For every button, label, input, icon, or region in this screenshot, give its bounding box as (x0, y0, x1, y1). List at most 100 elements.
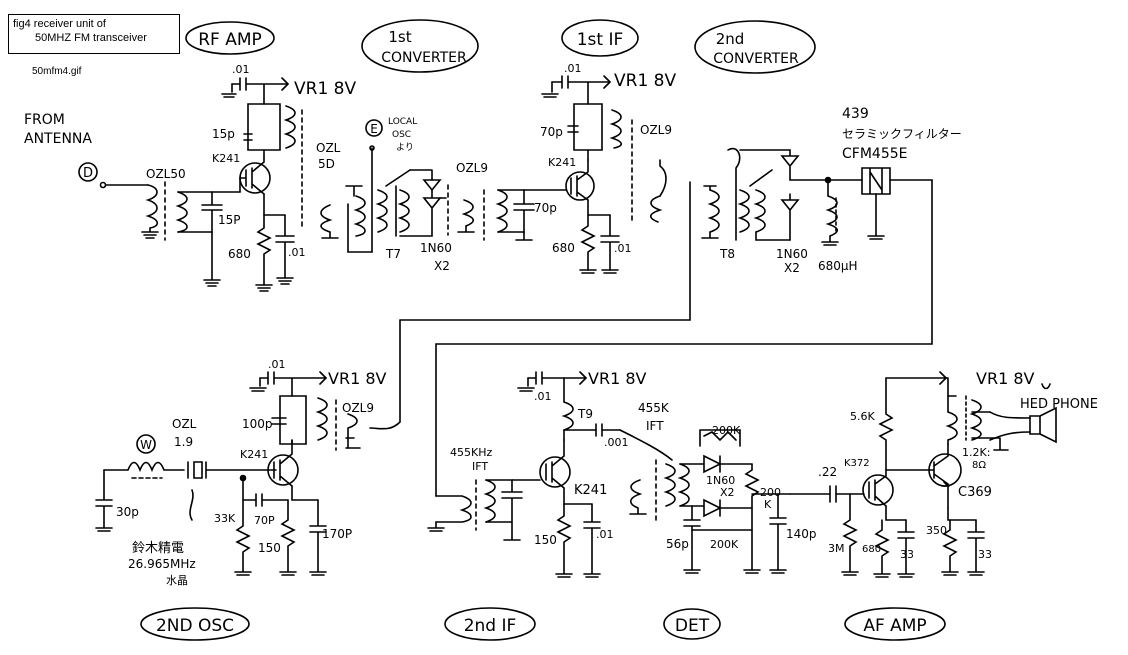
2nd-osc-stage: W OZL 1.9 30p 鈴木精電 26.965MHz 水晶 33K 70P … (95, 319, 401, 587)
section-rf-amp: RF AMP (185, 21, 275, 55)
r200k-b-label: 200K (710, 538, 739, 551)
section-2nd-osc-label: 2ND OSC (156, 616, 234, 636)
c01-d-label: .01 (614, 242, 632, 255)
section-1st-converter-a: 1st (388, 28, 411, 46)
r56k-label: 5.6K (850, 410, 875, 423)
c01-b-label: .01 (288, 246, 306, 259)
r150-b-label: 150 (534, 533, 557, 547)
c15p-b-label: 15P (218, 213, 241, 227)
k241-a-label: K241 (212, 152, 240, 165)
r680-d-label: 680 (862, 544, 881, 555)
section-rf-amp-label: RF AMP (198, 30, 262, 50)
1st-if-stage: 70p K241 680 .01 70p .01 VR1 8V OZL9 (495, 62, 676, 274)
c22-label: .22 (818, 465, 837, 479)
r3m-label: 3M (828, 542, 845, 555)
r8ohm-label: 8Ω (972, 460, 986, 471)
r200k-c-label: 200 (760, 486, 781, 499)
x2-a-label: X2 (434, 259, 450, 273)
section-det-label: DET (675, 616, 710, 636)
section-2nd-if: 2nd IF (444, 607, 536, 641)
c70p-a-label: 70p (540, 125, 563, 139)
1st-converter-stage: E LOCAL OSC より T7 1N60 X2 OZL9 (320, 117, 488, 273)
k241-d-label: K241 (574, 483, 607, 498)
antenna-input: FROM ANTENNA D (24, 112, 159, 239)
l680uh-label: 680μH (818, 259, 858, 273)
osc-label: OSC (392, 130, 411, 140)
section-2nd-converter-a: 2nd (716, 30, 745, 48)
c01-a-label: .01 (232, 63, 250, 76)
section-1st-converter: 1st CONVERTER (361, 19, 479, 73)
c170p-label: 170P (322, 527, 352, 541)
node-e-label: E (370, 122, 378, 136)
caption-line-2: 50MHZ FM transceiver (35, 32, 147, 44)
crystal-maker-label: 鈴木精電 (132, 541, 184, 556)
filter-b-label: セラミックフィルター (842, 127, 962, 141)
t8-label: T8 (719, 247, 735, 261)
c33-b-label: 33 (978, 548, 992, 561)
t9-label: T9 (577, 407, 593, 421)
2nd-converter-stage: T8 1N60 X2 680μH 439 セラミックフィルター CFM455E (399, 106, 962, 497)
ozl9-c-label: OZL9 (342, 401, 374, 415)
c100p-label: 100p (242, 417, 273, 431)
section-2nd-converter-b: CONVERTER (713, 51, 799, 67)
k372-label: K372 (844, 458, 870, 469)
filter-c-label: CFM455E (842, 146, 907, 162)
headphone-label: HED PHONE (1020, 397, 1098, 412)
rf-amp-stage: OZL50 15P K241 680 .01 15p .01 VR1 8V OZ… (146, 63, 356, 292)
local-label: LOCAL (388, 117, 417, 127)
r350-label: 350 (926, 524, 947, 537)
in60-a-label: 1N60 (420, 241, 452, 255)
figure-caption: fig4 receiver unit of 50MHZ FM transceiv… (8, 14, 180, 54)
c01-g-label: .01 (596, 528, 614, 541)
from-label: FROM (24, 112, 65, 128)
k241-b-label: K241 (548, 156, 576, 169)
c33-a-label: 33 (900, 548, 914, 561)
filename-label: 50mfm4.gif (32, 66, 82, 77)
section-af-amp-label: AF AMP (863, 616, 926, 636)
section-det: DET (663, 608, 721, 640)
filter-a-label: 439 (842, 106, 869, 122)
in60-b-label: 1N60 (776, 247, 808, 261)
ozl9-a-label: OZL9 (456, 161, 488, 175)
if455-b-label: IFT (472, 460, 488, 473)
yori-label: より (396, 142, 414, 153)
af-amp-stage: .22 3M K372 680 33 5.6K C369 350 33 1.2K… (789, 369, 1098, 578)
r200k-a-label: 200K (712, 424, 741, 437)
c01-f-label: .01 (534, 390, 552, 403)
ozl5d-a-label: OZL (316, 141, 341, 155)
if455-c-label: 455K (638, 401, 670, 415)
r12k-label: 1.2K: (962, 446, 990, 459)
section-1st-converter-b: CONVERTER (381, 50, 467, 66)
section-2nd-osc: 2ND OSC (140, 607, 250, 641)
section-1st-if: 1st IF (561, 19, 639, 57)
c140p-label: 140p (786, 527, 817, 541)
caption-line-1: fig4 receiver unit of (13, 18, 106, 30)
vr1-c-label: VR1 8V (328, 369, 387, 388)
section-1st-if-label: 1st IF (577, 30, 624, 50)
crystal-label: 水晶 (166, 574, 188, 587)
section-2nd-converter: 2nd CONVERTER (694, 20, 816, 74)
c70p-c-label: 70P (254, 514, 275, 527)
x2-b-label: X2 (784, 261, 800, 275)
if455-a-label: 455KHz (450, 446, 492, 459)
r33k-label: 33K (214, 512, 236, 525)
vr1-b-label: VR1 8V (614, 71, 676, 91)
antenna-label: ANTENNA (24, 131, 92, 147)
c01-e-label: .01 (268, 358, 286, 371)
c001-label: .001 (604, 436, 629, 449)
r200k-d-label: K (764, 498, 772, 511)
r680-b-label: 680 (552, 241, 575, 255)
2nd-if-stage: 455KHz IFT K241 150 .01 T9 .01 VR1 8V 45… (427, 369, 670, 578)
c01-c-label: .01 (564, 62, 582, 75)
c30p-label: 30p (116, 505, 139, 519)
ozl19-b-label: 1.9 (174, 435, 193, 449)
section-af-amp: AF AMP (844, 607, 946, 641)
c369-label: C369 (958, 485, 992, 500)
vr1-d-label: VR1 8V (588, 369, 647, 388)
in60-c-label: 1N60 (706, 474, 735, 487)
ozl19-a-label: OZL (172, 417, 197, 431)
node-w-label: W (140, 438, 152, 452)
x2-c-label: X2 (720, 486, 735, 499)
vr1-e-label: VR1 8V (976, 369, 1035, 388)
